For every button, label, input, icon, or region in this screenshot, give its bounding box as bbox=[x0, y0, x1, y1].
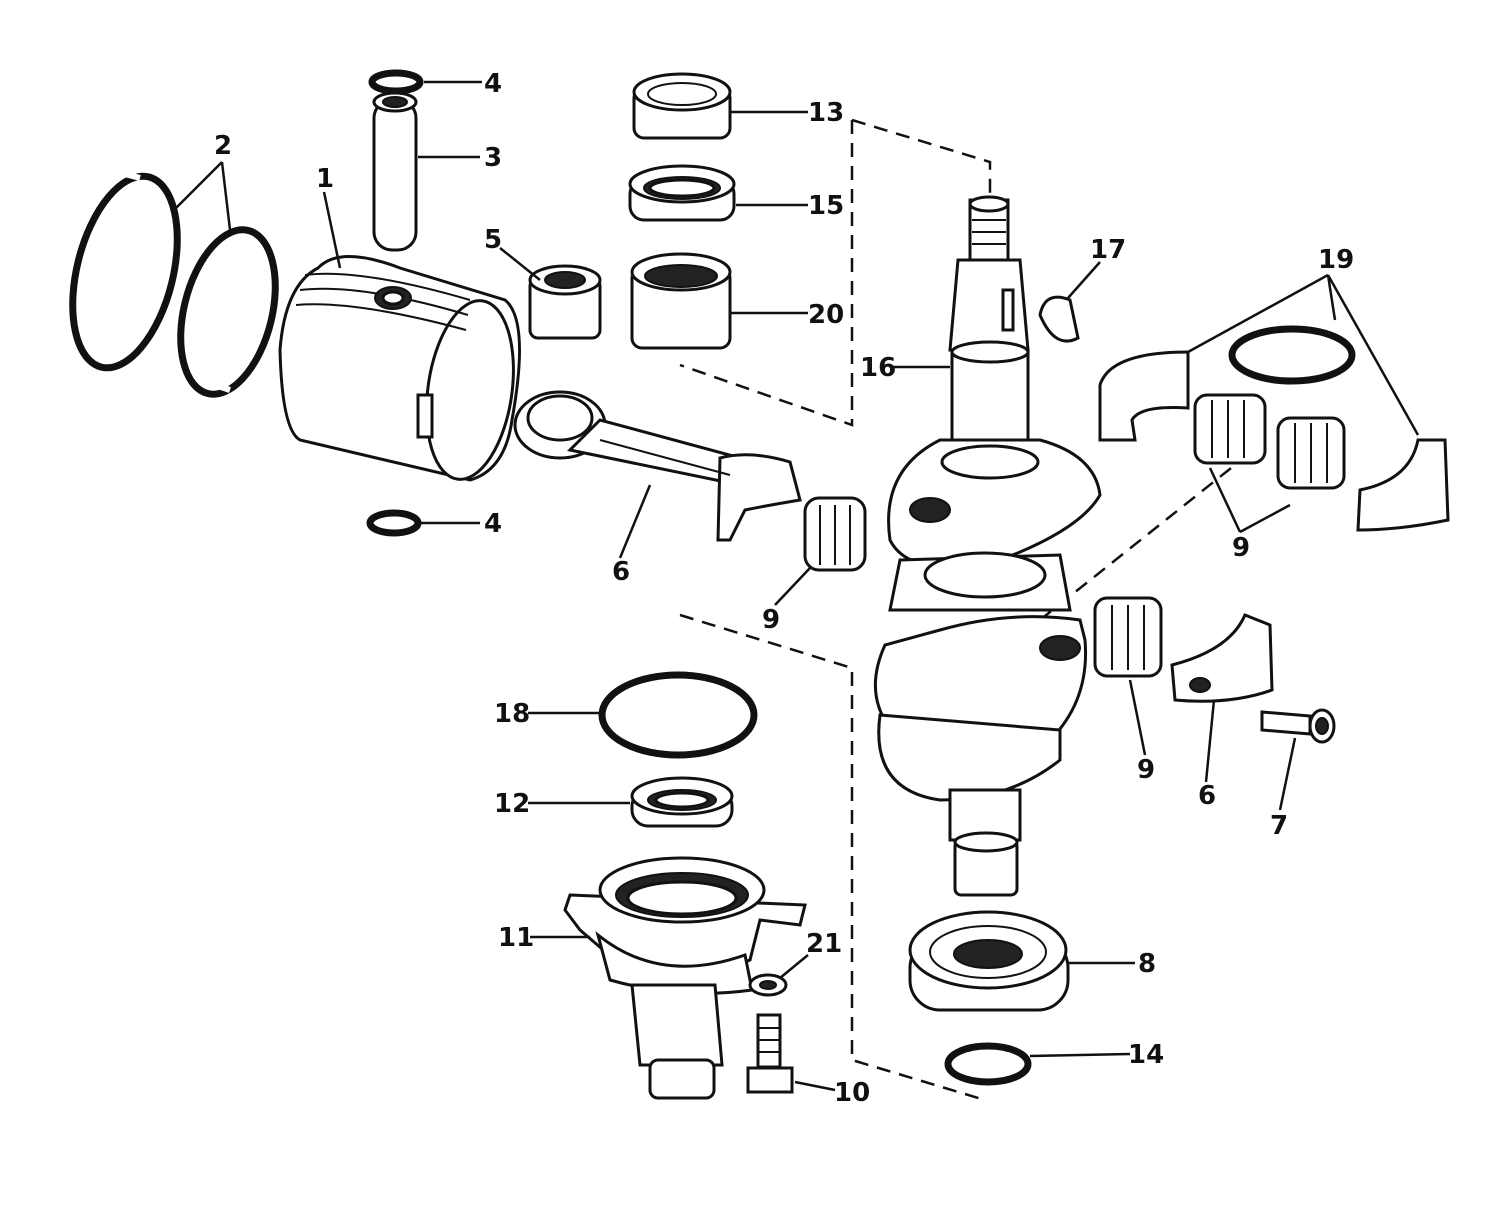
upper-seal[interactable] bbox=[628, 164, 736, 222]
callout-14: 14 bbox=[1128, 1040, 1164, 1070]
housing-screw[interactable] bbox=[746, 1013, 794, 1094]
needle-cages[interactable] bbox=[803, 393, 1346, 678]
callout-10: 10 bbox=[834, 1078, 870, 1108]
assembly-guides bbox=[679, 118, 1261, 1102]
callout-15: 15 bbox=[808, 191, 844, 221]
callout-16: 16 bbox=[860, 353, 896, 383]
callout-5: 5 bbox=[484, 225, 502, 255]
piston[interactable] bbox=[278, 255, 524, 485]
bearing-cage-set[interactable] bbox=[1098, 325, 1450, 532]
lockwasher[interactable] bbox=[748, 973, 788, 997]
callout-6-cap: 6 bbox=[1198, 781, 1216, 811]
callout-1: 1 bbox=[316, 164, 334, 194]
callout-17: 17 bbox=[1090, 235, 1126, 265]
connecting-rod[interactable] bbox=[513, 390, 802, 542]
crankshaft[interactable] bbox=[873, 195, 1102, 897]
callout-12: 12 bbox=[494, 789, 530, 819]
callout-6-rod: 6 bbox=[612, 557, 630, 587]
rod-cap-screw[interactable] bbox=[1260, 708, 1336, 744]
upper-bearing[interactable] bbox=[632, 72, 732, 140]
callout-labels: 1 2 3 4 4 5 6 6 7 8 9 9 9 10 11 12 13 14… bbox=[214, 69, 1354, 1108]
ball-bearing[interactable] bbox=[908, 910, 1070, 1012]
callout-7: 7 bbox=[1270, 811, 1288, 841]
needle-bearing[interactable] bbox=[528, 264, 602, 340]
callout-13: 13 bbox=[808, 98, 844, 128]
callout-2: 2 bbox=[214, 131, 232, 161]
callout-19: 19 bbox=[1318, 245, 1354, 275]
upper-roller-bearing[interactable] bbox=[630, 252, 732, 350]
leader-lines bbox=[171, 80, 1420, 1092]
callout-11: 11 bbox=[498, 923, 534, 953]
callout-18: 18 bbox=[494, 699, 530, 729]
rod-cap[interactable] bbox=[1170, 613, 1274, 703]
piston-rings[interactable] bbox=[55, 165, 291, 404]
lower-retaining-ring[interactable] bbox=[944, 1042, 1032, 1086]
callout-20: 20 bbox=[808, 300, 844, 330]
callout-21: 21 bbox=[806, 929, 842, 959]
callout-3: 3 bbox=[484, 143, 502, 173]
callout-9-right: 9 bbox=[1232, 533, 1250, 563]
o-ring[interactable] bbox=[598, 671, 758, 759]
callout-9-lower: 9 bbox=[1137, 755, 1155, 785]
callout-4-top: 4 bbox=[484, 69, 502, 99]
lower-seal[interactable] bbox=[630, 776, 734, 828]
callout-4-bottom: 4 bbox=[484, 509, 502, 539]
callout-8: 8 bbox=[1138, 949, 1156, 979]
woodruff-key[interactable] bbox=[1038, 295, 1080, 343]
retaining-rings[interactable] bbox=[366, 69, 424, 537]
callout-9-left: 9 bbox=[762, 605, 780, 635]
wrist-pin[interactable] bbox=[372, 91, 418, 252]
